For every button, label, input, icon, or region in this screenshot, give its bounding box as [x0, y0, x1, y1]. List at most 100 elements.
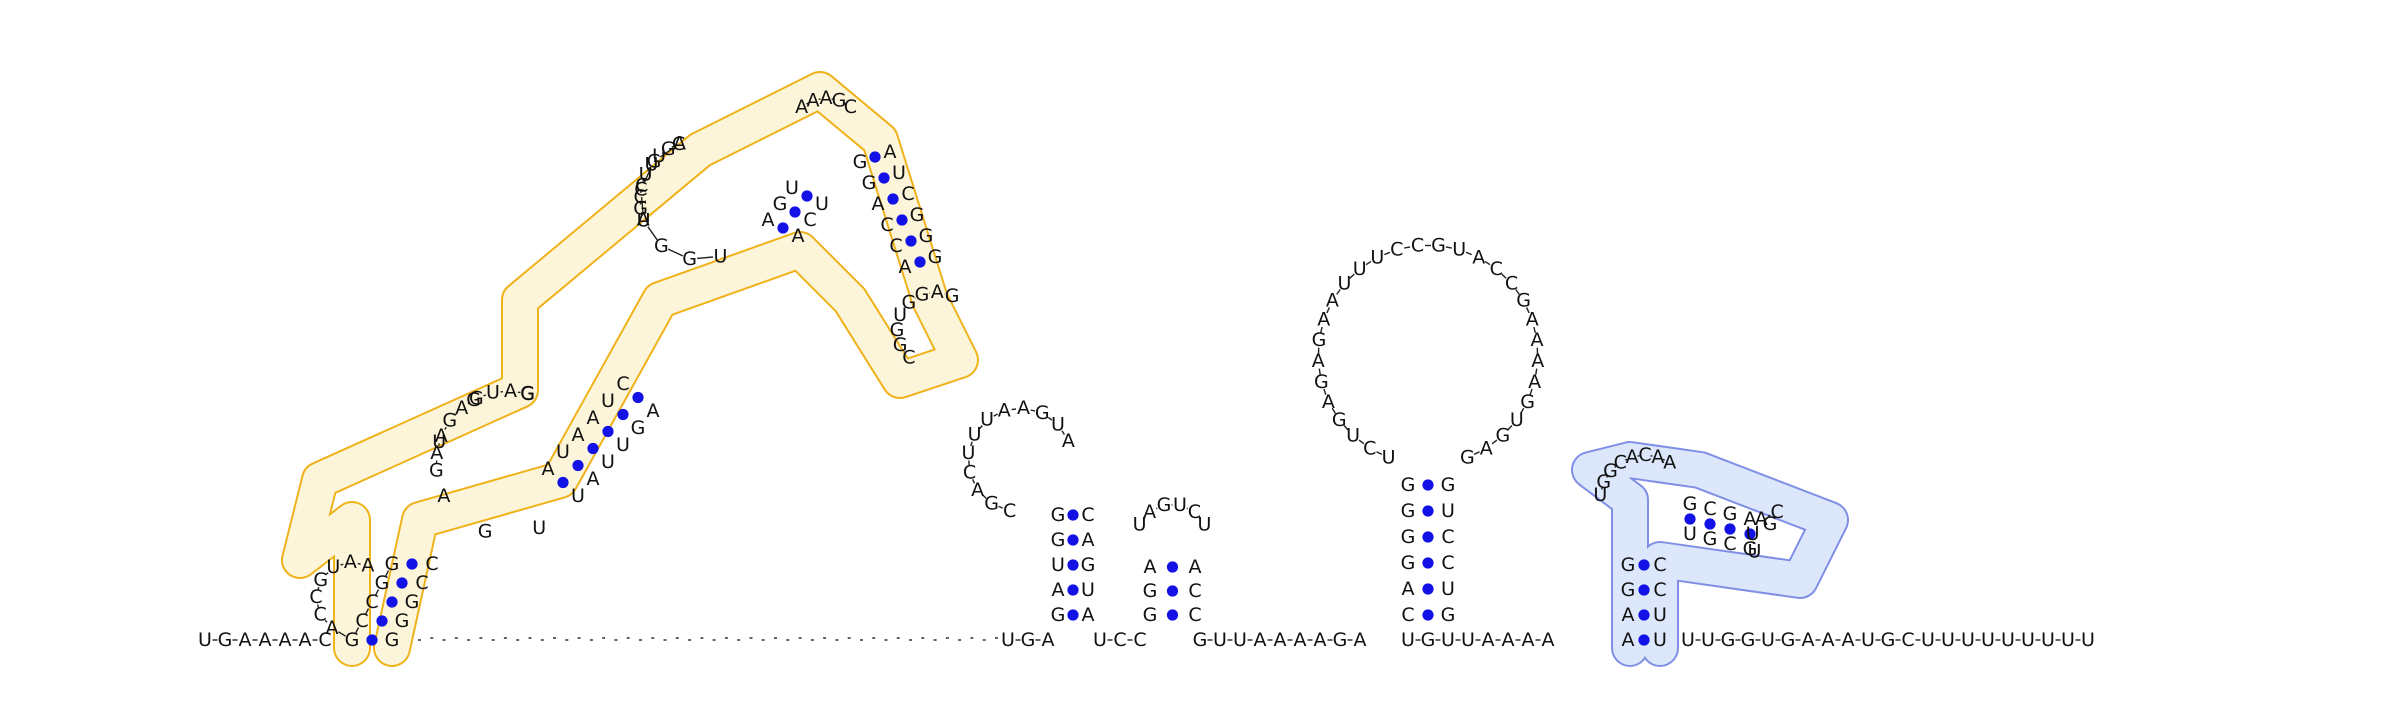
- blue-nucleotide: C: [1653, 579, 1666, 601]
- highlight-regions: [281, 71, 1849, 667]
- stem-loop-b-nucleotide: C: [1188, 604, 1201, 626]
- base-pair-dot: [632, 391, 644, 404]
- backbone-link: [1614, 465, 1617, 468]
- backbone-link: [1336, 289, 1341, 295]
- blue-nucleotide: U: [1746, 523, 1760, 545]
- backbone-link: [1473, 451, 1480, 456]
- backbone-link: [640, 197, 644, 214]
- blue-nucleotide: A: [1663, 451, 1676, 473]
- stem-loop-a-nucleotide: U: [1051, 414, 1065, 436]
- blue-nucleotide: C: [1614, 451, 1627, 473]
- stem-loop-c-nucleotide: U: [1370, 246, 1384, 268]
- backbone-nucleotide: C: [1133, 629, 1146, 651]
- stem-loop-c-nucleotide: C: [1363, 437, 1376, 459]
- base-pair-dot: [1638, 559, 1650, 571]
- base-pair-dot: [1067, 559, 1079, 571]
- backbone-nucleotide: A: [1042, 629, 1055, 651]
- backbone-link: [1533, 326, 1536, 334]
- base-pair-dot: [396, 577, 408, 589]
- orange-nucleotide: G: [647, 150, 662, 172]
- orange-nucleotide: G: [919, 225, 934, 247]
- backbone-nucleotide: G: [1333, 629, 1348, 651]
- orange-nucleotide: C: [425, 553, 438, 575]
- stem-loop-c-nucleotide: A: [1531, 329, 1544, 351]
- stem-loop-a-nucleotide: U: [962, 442, 976, 464]
- stem-loop-b-nucleotide: G: [1143, 580, 1158, 602]
- stem-loop-b-nucleotide: C: [1188, 580, 1201, 602]
- blue-nucleotide: U: [1653, 629, 1667, 651]
- backbone-link: [697, 256, 714, 260]
- orange-nucleotide: U: [785, 177, 799, 199]
- backbone-link: [1445, 246, 1452, 249]
- orange-nucleotide: G: [633, 197, 648, 219]
- backbone-nucleotide: U: [2041, 629, 2055, 651]
- orange-nucleotide: A: [637, 209, 650, 231]
- backbone-nucleotide: U: [1921, 629, 1935, 651]
- backbone-nucleotide: A: [1822, 629, 1835, 651]
- base-pair-dot: [1067, 534, 1079, 546]
- base-pair-dot: [1744, 528, 1756, 540]
- backbone-nucleotide: G: [1421, 629, 1436, 651]
- backbone-link: [1358, 439, 1365, 445]
- base-pair-dot: [869, 151, 881, 163]
- base-pair-dot: [878, 172, 890, 184]
- orange-nucleotide: C: [635, 175, 648, 197]
- backbone-link: [643, 167, 652, 184]
- blue-nucleotide: C: [1723, 533, 1736, 555]
- orange-nucleotide: A: [504, 380, 517, 402]
- blue-nucleotide: G: [1703, 528, 1718, 550]
- backbone-link: [661, 151, 666, 155]
- stem-loop-c-nucleotide: G: [1431, 235, 1446, 257]
- backbone-nucleotide: U: [1093, 629, 1107, 651]
- backbone-link: [317, 587, 320, 591]
- backbone-link: [1465, 251, 1472, 256]
- backbone-link: [1349, 273, 1355, 279]
- backbone-nucleotide: A: [1842, 629, 1855, 651]
- base-pair-dot: [1724, 523, 1736, 535]
- orange-nucleotide: U: [556, 441, 570, 463]
- backbone-link: [1343, 425, 1349, 431]
- base-pair-dot: [1638, 584, 1650, 596]
- backbone-nucleotide: A: [1502, 629, 1515, 651]
- orange-nucleotide: U: [571, 485, 585, 507]
- stem-loop-c-nucleotide: G: [1401, 552, 1416, 574]
- base-pair-dot: [1638, 609, 1650, 621]
- stem-loop-c-nucleotide: A: [1402, 578, 1415, 600]
- orange-nucleotide: U: [893, 304, 907, 326]
- backbone-link: [1520, 407, 1525, 414]
- stem-loop-c-nucleotide: G: [1314, 371, 1329, 393]
- backbone-link: [483, 394, 487, 397]
- backbone-nucleotide: U: [1681, 629, 1695, 651]
- orange-nucleotide: U: [815, 193, 829, 215]
- orange-nucleotide: G: [520, 383, 535, 405]
- orange-nucleotide: U: [652, 145, 666, 167]
- orange-nucleotide: A: [361, 555, 374, 577]
- stem-loop-c-nucleotide: C: [1505, 272, 1518, 294]
- orange-nucleotide: G: [405, 591, 420, 613]
- base-pair-dot: [1422, 583, 1434, 595]
- orange-nucleotide: U: [645, 154, 659, 176]
- backbone-link: [1515, 289, 1520, 295]
- backbone-nucleotide: G: [1881, 629, 1896, 651]
- backbone-link: [1404, 246, 1411, 249]
- blue-nucleotide: C: [1638, 444, 1651, 466]
- backbone-link: [325, 572, 329, 576]
- backbone-link: [1601, 487, 1603, 490]
- orange-nucleotide: C: [803, 209, 816, 231]
- backbone-link: [993, 413, 998, 417]
- base-pair-dot: [1638, 634, 1650, 646]
- backbone-nucleotide: C: [1901, 629, 1914, 651]
- backbone-nucleotide: U: [1441, 629, 1455, 651]
- stem-loop-a-nucleotide: G: [1081, 554, 1096, 576]
- backbone-nucleotide: C: [318, 629, 331, 651]
- blue-nucleotide: C: [1653, 554, 1666, 576]
- stem-loop-c-nucleotide: C: [1441, 526, 1454, 548]
- orange-nucleotide: G: [945, 285, 960, 307]
- base-pairs: [366, 151, 1756, 646]
- backbone-nucleotide: A: [1542, 629, 1555, 651]
- orange-nucleotide: G: [345, 629, 360, 651]
- backbone-link: [642, 178, 645, 182]
- backbone-link: [1318, 368, 1321, 375]
- stem-loop-c-nucleotide: A: [1480, 437, 1493, 459]
- orange-nucleotide: A: [326, 617, 339, 639]
